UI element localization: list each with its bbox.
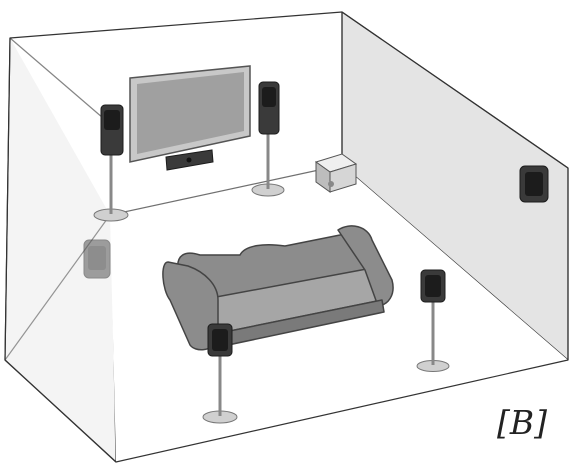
rear-left-speaker-icon [202,323,238,424]
panel-label: [B] [497,403,547,442]
room [4,11,569,463]
subwoofer-icon [314,153,358,193]
television-icon [129,65,251,163]
surround-left-wall-speaker-icon [83,239,111,279]
surround-right-wall-speaker-icon [519,165,549,203]
front-right-speaker-icon [251,81,285,197]
rear-right-speaker-icon [416,269,450,372]
front-left-speaker-icon [93,104,129,222]
center-speaker-icon [165,149,214,171]
sofa-icon [162,225,394,351]
